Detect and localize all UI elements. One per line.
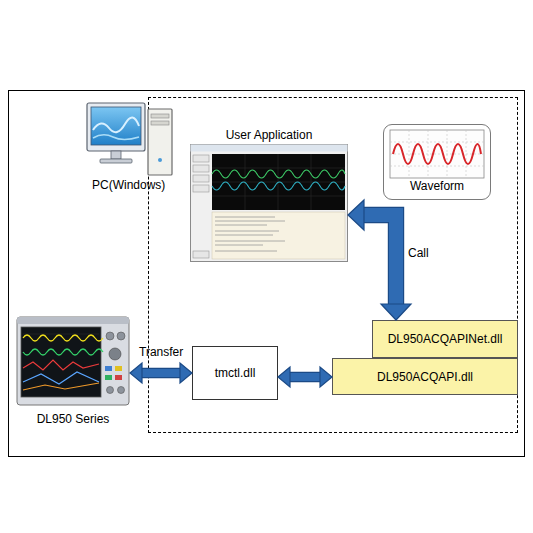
arrow-shaft-outline (141, 368, 182, 378)
waveform-icon (389, 129, 485, 179)
connector-arrow (130, 363, 192, 383)
node-text: DL950 Series (16, 412, 130, 426)
arrow-head (348, 200, 364, 230)
oscilloscope-illustration (16, 316, 130, 406)
edge-label: Transfer (139, 345, 183, 359)
application-window: User Application (190, 128, 348, 264)
node-text: User Application (190, 128, 348, 144)
arrow-shaft (141, 369, 182, 377)
api-dll-box: DL950ACQAPINet.dll (372, 320, 518, 358)
arrow-shaft-outline (363, 215, 397, 306)
connector-arrow (278, 367, 332, 387)
application-window (190, 144, 348, 262)
arrow-head (130, 363, 142, 383)
arrow-head (180, 363, 192, 383)
arrow-head (381, 304, 411, 320)
node-text: Waveform (384, 179, 490, 193)
arrow-shaft (289, 373, 322, 381)
arrow-head (278, 367, 290, 387)
api-dll-box: DL950ACQAPI.dll (332, 358, 518, 395)
dll-box: tmctl.dll (192, 346, 278, 400)
device-label: PC(Windows) (92, 178, 165, 192)
arrow-shaft-outline (289, 372, 322, 382)
node-text: tmctl.dll (215, 366, 256, 380)
arrow-head (320, 367, 332, 387)
edge-label: Call (408, 246, 429, 260)
instrument-node: DL950 Series (16, 316, 130, 428)
pc-illustration (84, 100, 176, 180)
node-text: DL950ACQAPI.dll (377, 370, 473, 384)
arrow-shaft (363, 215, 397, 306)
node-text: DL950ACQAPINet.dll (388, 332, 503, 346)
waveform-box: Waveform (383, 124, 491, 200)
connector-arrow (348, 200, 411, 320)
